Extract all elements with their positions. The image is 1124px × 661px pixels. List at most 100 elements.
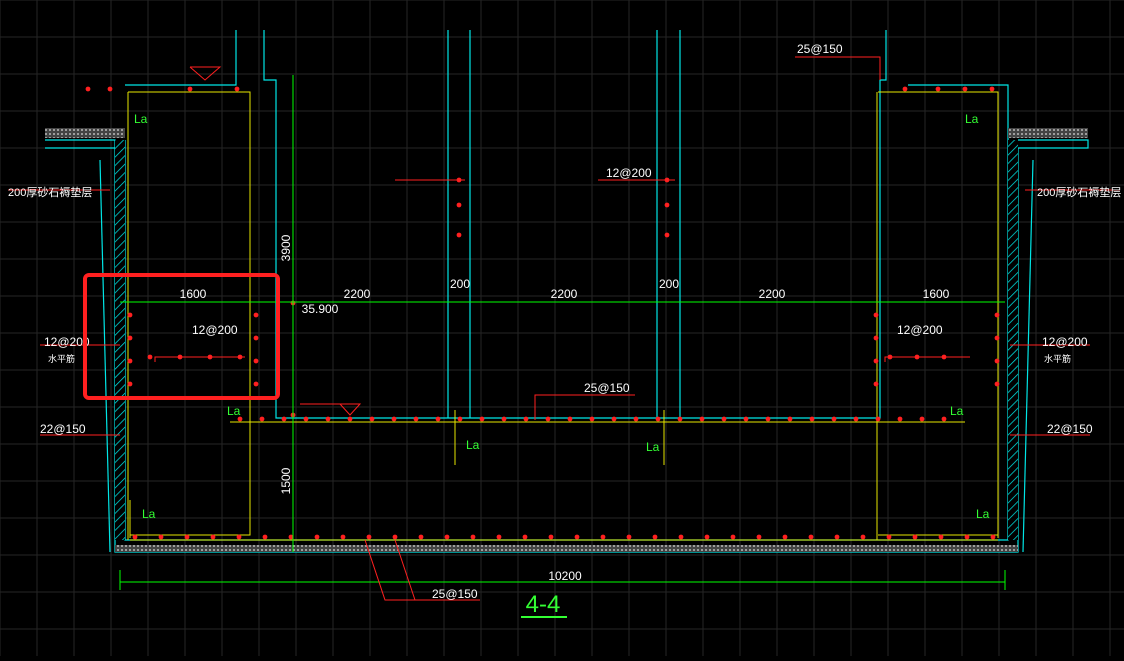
rebar-dot [501, 416, 507, 422]
rebar-dot [253, 358, 259, 364]
rebar-dot [994, 358, 1000, 364]
dim-wall-1: 200 [450, 277, 470, 291]
rebar-dot [678, 534, 684, 540]
rebar-lines [127, 91, 999, 541]
leader-bottom-2 [394, 539, 416, 601]
anchor-la-7: La [142, 507, 156, 521]
anchor-la-4: La [950, 404, 964, 418]
dimension-texts: 1600 2200 200 2200 200 2200 1600 10200 3… [180, 234, 950, 583]
leader-left-bay [154, 356, 245, 362]
rebar-dot [994, 381, 1000, 387]
rebar-dot [418, 534, 424, 540]
rebar-dot [314, 534, 320, 540]
left-top-gravel [45, 128, 125, 138]
rebar-dot [808, 534, 814, 540]
hatched-walls [45, 128, 1088, 552]
dim-bay-4: 2200 [759, 287, 786, 301]
anchor-labels: La La La La La La La La [134, 112, 990, 521]
rebar-dot [626, 534, 632, 540]
rebar-dot [873, 312, 879, 318]
rebar-dot [184, 534, 190, 540]
rebar-dot [664, 232, 670, 238]
label-left-water: 水平筋 [48, 353, 75, 364]
rebar-dot [127, 312, 133, 318]
rebar-dot [853, 416, 859, 422]
rebar-dot [545, 416, 551, 422]
rebar-dot [281, 416, 287, 422]
rebar-dot [85, 86, 91, 92]
right-top-gravel [1008, 128, 1088, 138]
rebar-dot [457, 416, 463, 422]
rebar-dot [873, 381, 879, 387]
label-left-fill: 200厚砂石褥垫层 [8, 185, 92, 199]
rebar-dot [158, 534, 164, 540]
rebar-dot [756, 534, 762, 540]
rebar-dot [938, 534, 944, 540]
rebar-dot [782, 534, 788, 540]
rebar-dot [873, 335, 879, 341]
rebar-dot [413, 416, 419, 422]
rebar-dot [392, 534, 398, 540]
anchor-la-8: La [976, 507, 990, 521]
elevation-marker [300, 403, 362, 416]
rebar-dot [456, 202, 462, 208]
right-cell-rebar [878, 91, 999, 536]
label-top-right: 25@150 [797, 42, 843, 56]
rebar-dot [391, 416, 397, 422]
label-right-fill: 200厚砂石褥垫层 [1037, 185, 1121, 199]
label-right-water: 水平筋 [1044, 353, 1071, 364]
rebar-dot [127, 358, 133, 364]
right-soil-slope [1022, 159, 1034, 553]
left-ledge [45, 139, 116, 149]
dim-height-lower: 1500 [279, 467, 293, 494]
left-top-wall [125, 30, 237, 86]
rebar-dot [994, 335, 1000, 341]
rebar-dot [210, 534, 216, 540]
rebar-dot [989, 86, 995, 92]
rebar-dot [730, 534, 736, 540]
rebar-dot [611, 416, 617, 422]
rebar-dot [941, 416, 947, 422]
label-right-outer: 12@200 [1042, 335, 1088, 349]
rebar-dot [962, 86, 968, 92]
rebar-dot [253, 335, 259, 341]
rebar-dot [369, 416, 375, 422]
dim-bay-2: 2200 [344, 287, 371, 301]
rebar-dot [787, 416, 793, 422]
rebar-dot [902, 86, 908, 92]
rebar-dot [522, 534, 528, 540]
rebar-dot [303, 416, 309, 422]
rebar-dot [964, 534, 970, 540]
right-ledge [1018, 139, 1089, 149]
rebar-dot [567, 416, 573, 422]
rebar-dot [253, 381, 259, 387]
label-left-bay: 12@200 [192, 323, 238, 337]
rebar-dot [574, 534, 580, 540]
rebar-dot [589, 416, 595, 422]
rebar-dot [347, 416, 353, 422]
label-left-lower: 22@150 [40, 422, 86, 436]
rebar-dot [677, 416, 683, 422]
middle-channel-outline [263, 30, 887, 419]
section-title: 4-4 [526, 591, 561, 618]
rebar-dot [886, 534, 892, 540]
leader-top-right [795, 56, 881, 80]
leader-beam [534, 394, 635, 420]
rebar-dot [860, 534, 866, 540]
rebar-dot [132, 534, 138, 540]
label-right-bay: 12@200 [897, 323, 943, 337]
rebar-dot [652, 534, 658, 540]
rebar-dot [831, 416, 837, 422]
rebar-dot [325, 416, 331, 422]
rebar-dot [600, 534, 606, 540]
rebar-dot [994, 312, 1000, 318]
dim-wall-2: 200 [659, 277, 679, 291]
rebar-dot [288, 534, 294, 540]
label-beam-top: 25@150 [584, 381, 630, 395]
rebar-dot [237, 416, 243, 422]
left-wall-hatch [115, 140, 125, 540]
top-elevation-marker [189, 66, 222, 81]
dim-bay-3: 2200 [551, 287, 578, 301]
